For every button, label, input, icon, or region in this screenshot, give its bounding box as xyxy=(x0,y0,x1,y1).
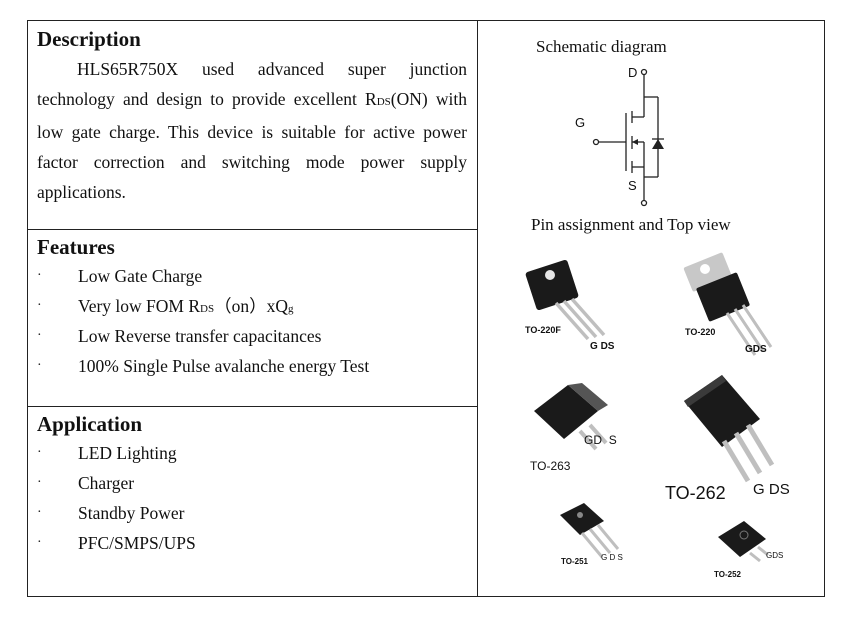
list-item: ·Charger xyxy=(37,473,135,493)
column-divider xyxy=(477,21,478,596)
features-heading: Features xyxy=(37,235,115,259)
pin-labels: GDS xyxy=(745,344,767,355)
gate-label: G xyxy=(575,115,586,130)
pin-labels: GDS xyxy=(766,551,784,560)
pin-labels: GD S xyxy=(584,433,617,447)
package-label: TO-220F xyxy=(525,325,561,335)
list-item: ·Very low FOM RDS（on）xQg xyxy=(37,296,294,316)
description-text: HLS65R750X used advanced super junction … xyxy=(37,59,467,202)
application-heading: Application xyxy=(37,412,143,436)
to220f-package-icon xyxy=(525,259,606,341)
to263-package-icon xyxy=(534,383,608,451)
to251-package-icon xyxy=(560,503,620,558)
list-item: ·Low Gate Charge xyxy=(37,266,203,286)
schematic-title: Schematic diagram xyxy=(536,37,667,56)
description-heading: Description xyxy=(37,27,141,51)
to252-package-icon xyxy=(718,521,769,563)
pin-assignment-title: Pin assignment and Top view xyxy=(531,215,731,234)
package-label: TO-263 xyxy=(530,459,571,473)
application-list: ·LED Lighting ·Charger ·Standby Power ·P… xyxy=(37,438,196,558)
drain-label: D xyxy=(628,65,638,80)
list-item: ·Low Reverse transfer capacitances xyxy=(37,326,322,346)
mosfet-schematic xyxy=(592,68,664,207)
package-label: TO-252 xyxy=(714,570,741,579)
pin-labels: G DS xyxy=(590,341,615,352)
list-item: ·Standby Power xyxy=(37,503,185,523)
to262-package-icon xyxy=(684,375,775,483)
list-item: ·PFC/SMPS/UPS xyxy=(37,533,196,553)
source-label: S xyxy=(628,178,637,193)
package-label: TO-220 xyxy=(685,327,716,337)
list-item: ·LED Lighting xyxy=(37,443,177,463)
package-label: TO-262 xyxy=(665,483,726,503)
list-item: ·100% Single Pulse avalanche energy Test xyxy=(37,356,370,376)
row-divider-1 xyxy=(28,229,477,230)
row-divider-2 xyxy=(28,406,477,407)
features-list: ·Low Gate Charge ·Very low FOM RDS（on）xQ… xyxy=(37,261,369,381)
pin-labels: G DS xyxy=(753,481,790,498)
pin-labels: G D S xyxy=(601,553,623,562)
package-label: TO-251 xyxy=(561,557,588,566)
datasheet-table: Description HLS65R750X used advanced sup… xyxy=(27,20,825,597)
to220-package-icon xyxy=(683,252,773,356)
